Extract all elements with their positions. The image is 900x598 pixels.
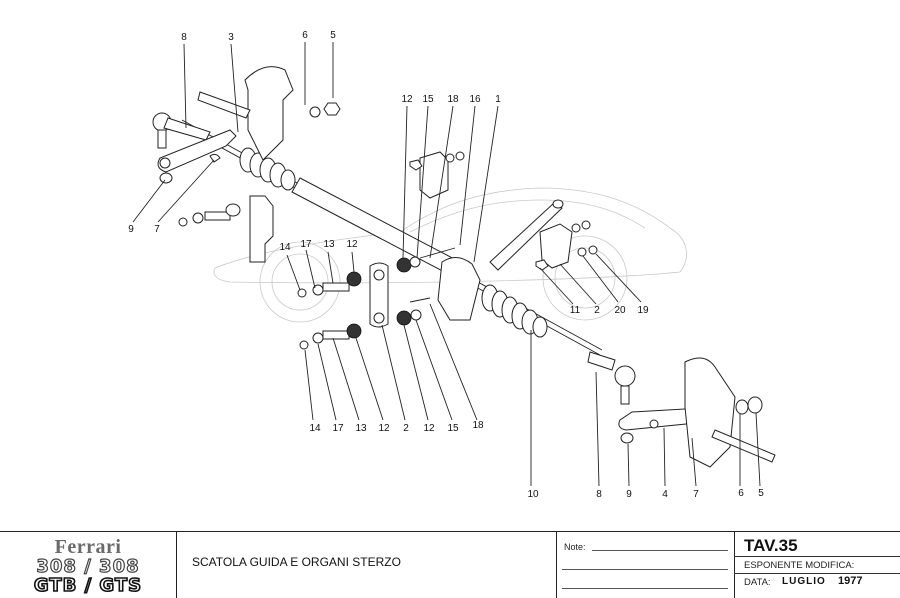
notes-label: Note: xyxy=(564,542,586,552)
callout-pin: 18 xyxy=(472,420,484,431)
callout-screw: 13 xyxy=(323,239,335,250)
left-steering-knuckle xyxy=(197,66,341,161)
callout-key: 7 xyxy=(693,489,699,500)
callout-nut: 9 xyxy=(626,489,632,500)
callout-tie-rod: 3 xyxy=(228,32,234,43)
date-label: DATA: xyxy=(744,577,771,588)
callout-steering-box: 1 xyxy=(495,94,501,105)
logo-cell: Ferrari 308 / 308 GTB / GTS xyxy=(0,532,177,598)
callout-key: 7 xyxy=(154,224,160,235)
table-number: TAV.35 xyxy=(744,536,798,555)
revision-label: ESPONENTE MODIFICA: xyxy=(744,560,855,571)
callout-washer: 17 xyxy=(300,239,312,250)
divider xyxy=(734,573,900,574)
ferrari-logo: Ferrari xyxy=(54,536,122,558)
notes-line xyxy=(562,588,728,589)
title-block: Ferrari 308 / 308 GTB / GTS SCATOLA GUID… xyxy=(0,531,900,598)
callout-bolt: 16 xyxy=(469,94,481,105)
callout-bracket: 2 xyxy=(403,423,409,434)
date-year: 1977 xyxy=(838,575,863,587)
model-variant: GTB / GTS xyxy=(33,574,143,597)
steering-rack xyxy=(179,119,603,356)
right-steering-knuckle xyxy=(684,357,776,468)
description-cell: SCATOLA GUIDA E ORGANI STERZO xyxy=(176,532,557,598)
callout-bushing: 12 xyxy=(346,239,358,250)
model-number: 308 / 308 xyxy=(36,555,140,577)
callout-bushing: 12 xyxy=(423,423,435,434)
leader-lines xyxy=(132,42,761,487)
callout-nut: 9 xyxy=(128,224,134,235)
callout-nut: 14 xyxy=(309,423,321,434)
notes-cell: Note: xyxy=(556,532,735,598)
rack-boot-right xyxy=(481,284,548,338)
sheet-title: SCATOLA GUIDA E ORGANI STERZO xyxy=(192,555,401,569)
date-month: LUGLIO xyxy=(782,576,826,587)
notes-line xyxy=(592,550,728,551)
notes-line xyxy=(562,569,728,570)
right-pinion-clamp xyxy=(535,220,598,271)
callout-steering-arm: 4 xyxy=(662,489,668,500)
callout-washer: 17 xyxy=(332,423,344,434)
divider xyxy=(734,556,900,557)
right-tie-rod-end xyxy=(587,351,636,444)
upper-rack-clamp xyxy=(409,151,465,199)
callout-nut: 5 xyxy=(758,488,764,499)
callout-bushing: 12 xyxy=(401,94,413,105)
callout-nut: 14 xyxy=(279,242,291,253)
callout-pin: 18 xyxy=(447,94,459,105)
callout-tie-rod-end: 8 xyxy=(181,32,187,43)
callout-washer: 6 xyxy=(302,30,308,41)
callout-boot: 10 xyxy=(527,489,539,500)
left-mount-bracket xyxy=(178,195,274,263)
callout-nut: 5 xyxy=(330,30,336,41)
callout-clamp: 2 xyxy=(594,305,600,316)
pinion-shaft xyxy=(489,199,564,271)
callout-nut: 19 xyxy=(637,305,649,316)
exploded-parts-drawing xyxy=(132,42,776,487)
rack-boot-left xyxy=(239,147,296,191)
center-clamp-bracket xyxy=(297,247,456,350)
table-info-cell: TAV.35 ESPONENTE MODIFICA: DATA: LUGLIO … xyxy=(734,532,900,598)
callout-spacer: 15 xyxy=(447,423,459,434)
callout-plate: 11 xyxy=(569,305,581,316)
callout-washer: 6 xyxy=(738,488,744,499)
left-tie-rod-end xyxy=(152,112,211,149)
callout-bushing: 12 xyxy=(378,423,390,434)
left-steering-arm xyxy=(157,129,237,184)
callout-spacer: 15 xyxy=(422,94,434,105)
callout-tie-rod-end: 8 xyxy=(596,489,602,500)
callout-washer: 20 xyxy=(614,305,626,316)
callout-screw: 13 xyxy=(355,423,367,434)
